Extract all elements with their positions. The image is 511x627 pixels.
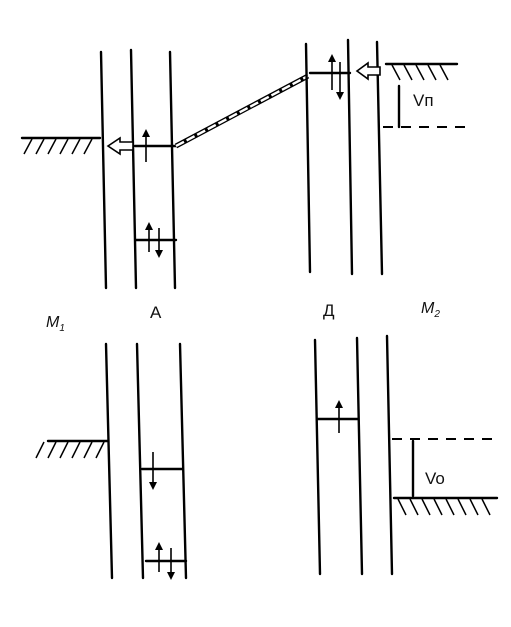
casing-wall [104,342,114,580]
casing-wall [355,336,364,576]
label-vo: Vo [425,469,445,488]
label-a: А [150,303,162,322]
hollow-arrow-left [106,136,134,156]
ground-surface-m1-top [20,136,102,155]
connecting-pipe [174,73,310,149]
casing-wall [99,50,108,290]
ground-surface-m1-bottom [35,439,110,459]
bottom-left-well [35,342,188,580]
label-m1: M1 [46,314,65,334]
bottom-right-well [313,334,499,576]
casing-wall [385,334,394,576]
casing-wall [346,38,354,276]
casing-wall [135,342,145,580]
casing-wall [304,42,312,274]
casing-wall [178,342,188,580]
ground-surface-m2-top [384,62,459,81]
label-d: Д [323,301,335,320]
ground-surface-m2-bottom [392,496,499,516]
casing-wall [313,338,322,576]
top-left-well [20,48,180,290]
hollow-arrow-left [355,61,381,81]
casing-wall [129,48,138,290]
casing-wall [375,40,384,276]
top-right-well [304,38,466,276]
label-m2: M2 [421,300,440,320]
label-vp: Vп [413,91,434,110]
casing-wall [168,50,177,290]
